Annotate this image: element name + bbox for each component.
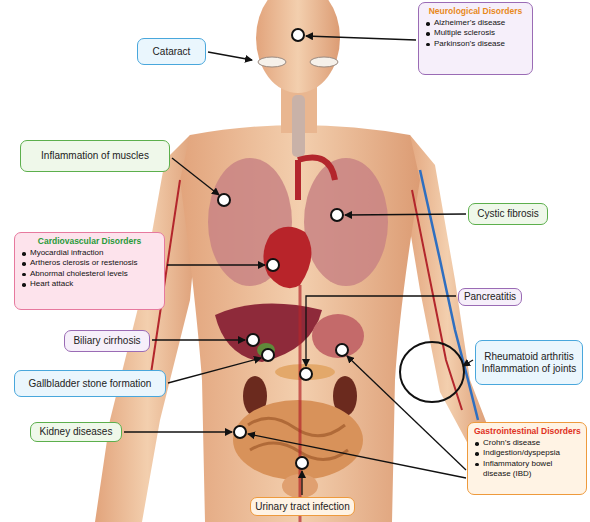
callout-box: Biliary cirrhosis: [64, 330, 150, 352]
group-heading: Neurological Disorders: [425, 6, 526, 16]
disorder-group-box: Gastrointestinal DisordersCrohn’s diseas…: [467, 422, 587, 495]
leader-lines: [124, 36, 473, 495]
list-item: Multiple sclerosis: [425, 28, 526, 38]
list-item: Myocardial infraction: [21, 248, 158, 258]
disorder-group-box: Neurological DisordersAlzheimer’s diseas…: [418, 2, 533, 75]
callout-box: Inflammation of muscles: [20, 140, 170, 172]
callout-text: Inflammation of muscles: [41, 150, 149, 162]
list-item: Artheros clerosis or restenosis: [21, 258, 158, 268]
callout-text: Cataract: [153, 46, 191, 58]
callout-box: Cataract: [137, 38, 206, 65]
callout-text: Pancreatitis: [464, 291, 516, 303]
disorder-group-box: Cardiovascular DisordersMyocardial infra…: [14, 232, 165, 310]
callout-box: Gallbladder stone formation: [14, 370, 166, 397]
list-item: Heart attack: [21, 279, 158, 289]
callout-box: Pancreatitis: [458, 288, 522, 306]
organs: [150, 158, 478, 522]
callout-text: Rheumatoid arthritis: [484, 351, 573, 363]
list-item: Alzheimer’s disease: [425, 18, 526, 28]
group-heading: Gastrointestinal Disorders: [474, 426, 580, 436]
callout-text: Inflammation of joints: [482, 363, 577, 375]
callout-text: Biliary cirrhosis: [73, 335, 140, 347]
list-item: Inflammatory bowel disease (IBD): [474, 459, 580, 480]
wrist-ring: [400, 342, 464, 402]
callout-box: Kidney diseases: [30, 422, 122, 442]
list-item: Abnormal cholesterol levels: [21, 269, 158, 279]
list-item: Parkinson’s disease: [425, 39, 526, 49]
list-item: Crohn’s disease: [474, 438, 580, 448]
callout-box: Cystic fibrosis: [468, 203, 548, 225]
callout-text: Kidney diseases: [40, 426, 113, 438]
callout-box: Urinary tract infection: [250, 497, 355, 516]
list-item: Indigestion/dyspepsia: [474, 448, 580, 458]
callout-text: Urinary tract infection: [255, 501, 349, 513]
callout-box: Rheumatoid arthritisInflammation of join…: [475, 340, 583, 385]
callout-text: Gallbladder stone formation: [29, 378, 152, 390]
callout-text: Cystic fibrosis: [477, 208, 539, 220]
site-dots: [218, 29, 348, 469]
group-heading: Cardiovascular Disorders: [21, 236, 158, 246]
